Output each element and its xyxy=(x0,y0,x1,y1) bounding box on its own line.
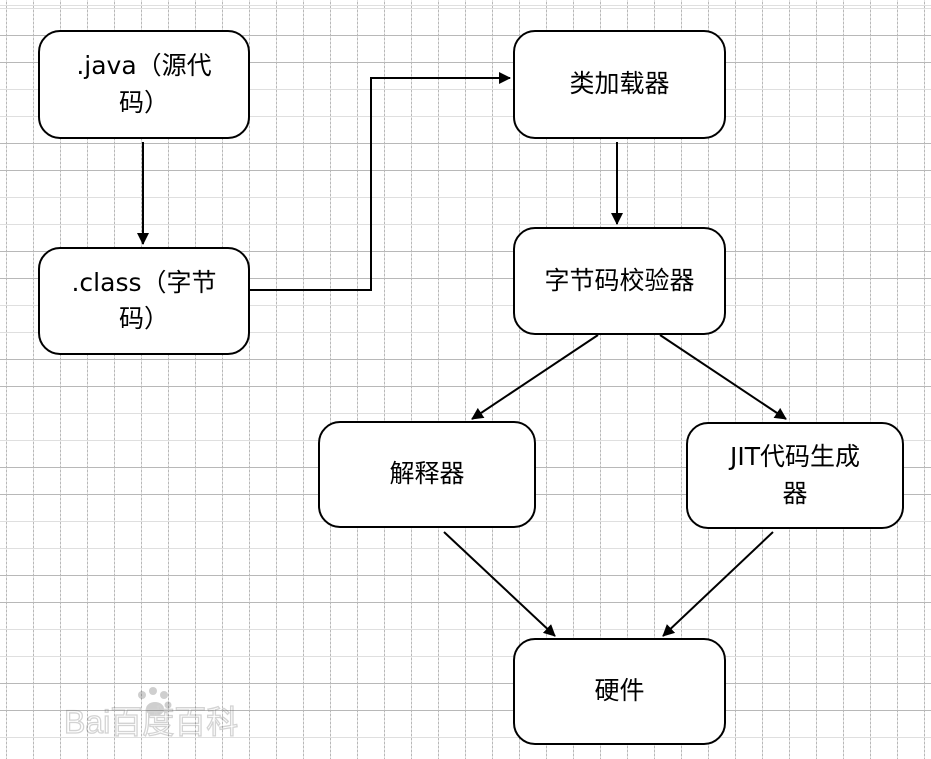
node-bytecode-verifier: 字节码校验器 xyxy=(513,227,726,335)
node-jit-generator: JIT代码生成 器 xyxy=(686,422,904,529)
node-java-source-line-1: .java（源代 xyxy=(76,51,212,81)
node-jit-generator-line-1: JIT代码生成 xyxy=(729,442,861,472)
edge-verifier-interpreter xyxy=(471,334,599,420)
node-interpreter: 解释器 xyxy=(318,421,536,528)
node-hardware: 硬件 xyxy=(513,638,726,745)
node-interpreter-label: 解释器 xyxy=(389,459,465,489)
node-class-loader: 类加载器 xyxy=(513,30,726,139)
paw-icon: Bai百度百科 xyxy=(63,687,239,741)
baidu-watermark: Bai百度百科 xyxy=(60,685,260,741)
node-java-source: .java（源代 码） xyxy=(38,30,250,139)
edge-class-loader xyxy=(250,72,511,291)
node-bytecode-verifier-label: 字节码校验器 xyxy=(544,265,695,295)
watermark-text: Bai百度百科 xyxy=(64,704,238,740)
node-class-loader-label: 类加载器 xyxy=(569,69,670,99)
node-jit-generator-line-2: 器 xyxy=(782,478,808,508)
edge-jit-hardware xyxy=(662,531,774,637)
node-class-bytecode-line-1: .class（字节 xyxy=(71,267,217,297)
edge-verifier-jit xyxy=(659,334,787,420)
node-class-bytecode-line-2: 码） xyxy=(118,304,169,333)
edge-interpreter-hardware xyxy=(443,531,556,637)
node-java-source-line-2: 码） xyxy=(118,87,169,117)
node-class-bytecode: .class（字节 码） xyxy=(38,247,250,355)
node-hardware-label: 硬件 xyxy=(594,676,645,706)
